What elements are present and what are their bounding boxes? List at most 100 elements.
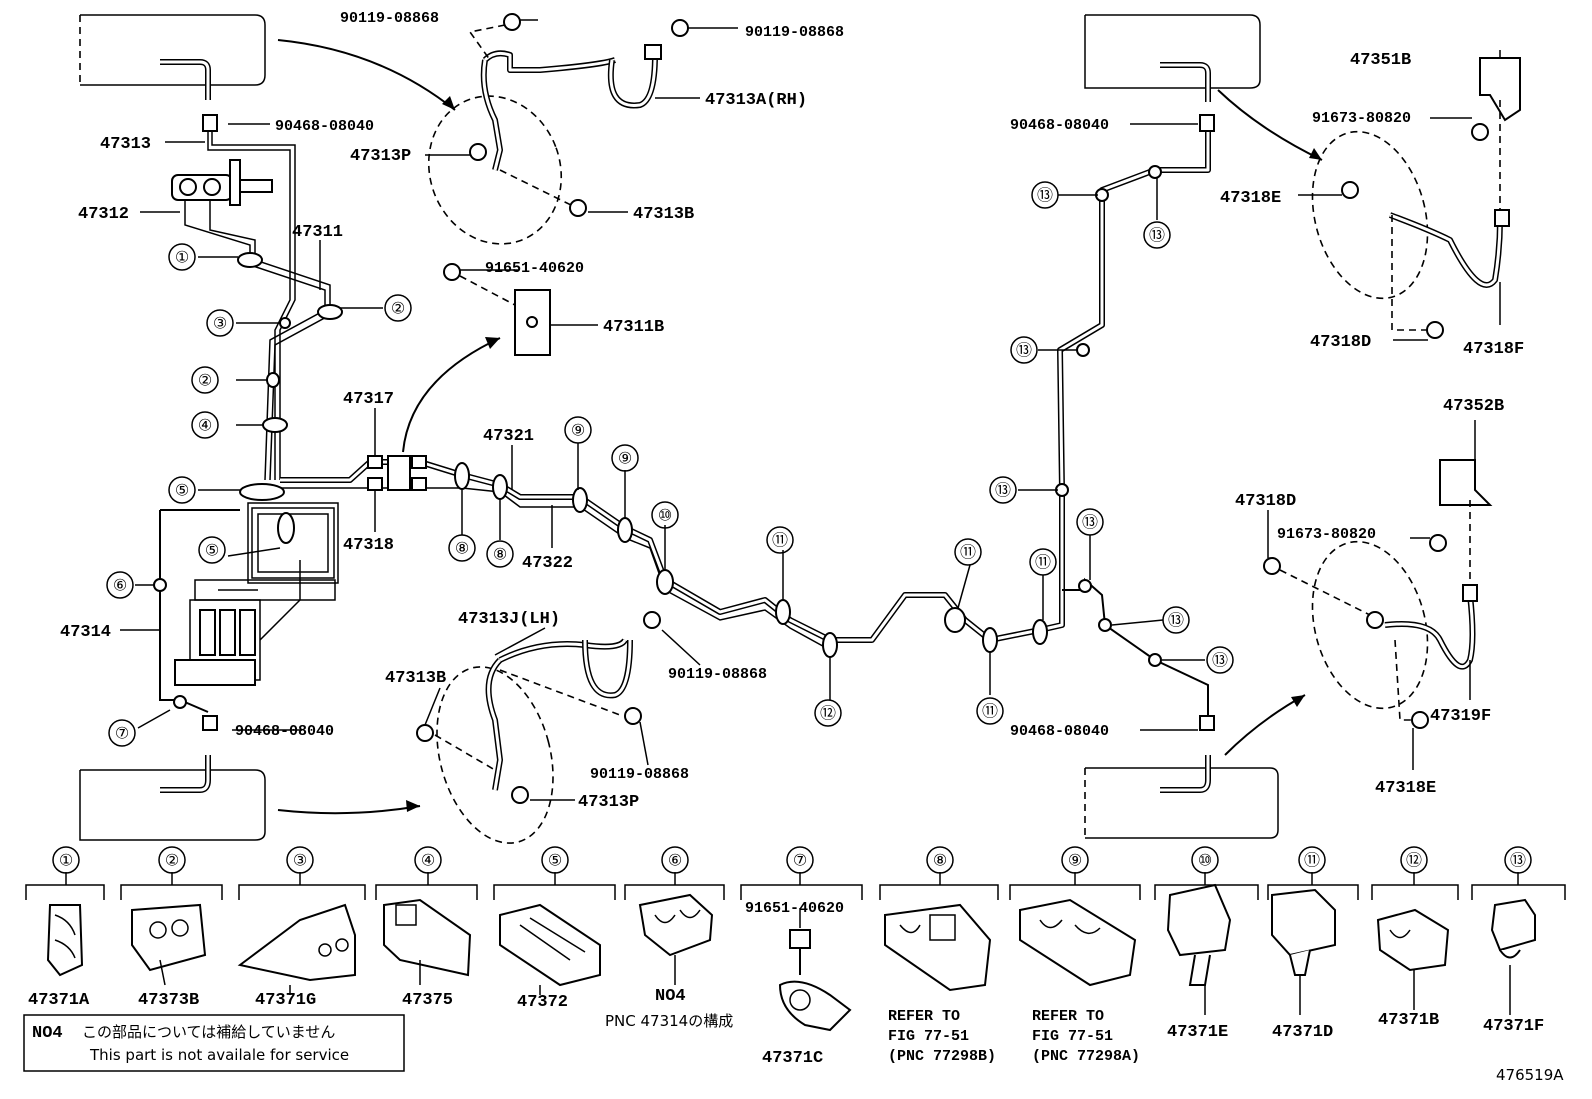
svg-text:⑧: ⑧ bbox=[933, 851, 947, 870]
legend-num-1: ① bbox=[52, 846, 80, 874]
svg-text:⑥: ⑥ bbox=[668, 851, 682, 870]
svg-text:③: ③ bbox=[213, 314, 227, 333]
label-47313P: 47313P bbox=[350, 147, 411, 166]
label-47318E: 47318E bbox=[1375, 779, 1436, 798]
svg-text:②: ② bbox=[165, 851, 179, 870]
legend-part-47371B: 47371B bbox=[1378, 1011, 1439, 1030]
svg-text:⑤: ⑤ bbox=[175, 481, 189, 500]
svg-text:①: ① bbox=[59, 851, 73, 870]
legend-refer-line2: FIG 77-51 bbox=[1032, 1028, 1113, 1045]
svg-text:⑨: ⑨ bbox=[571, 421, 585, 440]
union-blocks bbox=[367, 455, 427, 491]
legend-part-47371A: 47371A bbox=[28, 991, 90, 1010]
legend-part-47371F: 47371F bbox=[1483, 1017, 1544, 1036]
clip-drawing-47371F bbox=[1490, 898, 1536, 1015]
note-english: This part is not availale for service bbox=[89, 1046, 349, 1064]
label-47318D: 47318D bbox=[1310, 333, 1371, 352]
callout-11: ⑪ bbox=[976, 697, 1004, 725]
svg-text:②: ② bbox=[391, 299, 405, 318]
svg-text:①: ① bbox=[175, 248, 189, 267]
wheel-box-rear-left bbox=[79, 755, 266, 841]
clip-drawing-47371B bbox=[1376, 908, 1450, 1010]
label-47311: 47311 bbox=[292, 223, 343, 242]
label-47313P: 47313P bbox=[578, 793, 639, 812]
service-note-box: NO4 この部品については補給していません This part is not a… bbox=[23, 1014, 405, 1072]
svg-text:⑨: ⑨ bbox=[618, 449, 632, 468]
callout-6: ⑥ bbox=[106, 571, 134, 599]
callout-13: ⑬ bbox=[1031, 181, 1059, 209]
label-91651-40620: 91651-40620 bbox=[485, 260, 584, 277]
master-cylinder bbox=[171, 159, 273, 206]
label-47351B: 47351B bbox=[1350, 51, 1411, 70]
label-47314: 47314 bbox=[60, 623, 111, 642]
label-90119-08868: 90119-08868 bbox=[590, 766, 689, 783]
callout-2: ② bbox=[191, 366, 219, 394]
legend-num-6: ⑥ bbox=[661, 846, 689, 874]
clip-drawing-NO4 bbox=[638, 893, 714, 985]
label-47312: 47312 bbox=[78, 205, 129, 224]
legend-num-8: ⑧ bbox=[926, 846, 954, 874]
callout-7: ⑦ bbox=[108, 719, 136, 747]
wheel-box-front-right bbox=[1084, 14, 1261, 102]
callout-3: ③ bbox=[206, 309, 234, 337]
legend-refer-line3: (PNC 77298A) bbox=[1032, 1048, 1140, 1065]
label-47313J-lh: 47313J(LH) bbox=[458, 610, 560, 629]
callout-13: ⑬ bbox=[1010, 336, 1038, 364]
abs-actuator-block bbox=[174, 502, 339, 686]
svg-text:⑬: ⑬ bbox=[1168, 611, 1184, 630]
label-47318D: 47318D bbox=[1235, 492, 1296, 511]
detail-front-right bbox=[1311, 57, 1521, 339]
label-90468-08040: 90468-08040 bbox=[1010, 723, 1109, 740]
legend-part-47373B: 47373B bbox=[138, 991, 199, 1010]
diagram-callouts: ① ② ③ ② ④ ⑤ ⑤ ⑥ ⑦ ⑧ ⑧ ⑨ ⑨ ⑩ ⑪ ⑫ ⑪ ⑪ ⑪ ⑬ … bbox=[106, 181, 1234, 747]
clip-drawing-47371G bbox=[237, 903, 356, 995]
label-90119-08868: 90119-08868 bbox=[340, 10, 439, 27]
clip-drawing-47371E bbox=[1166, 883, 1232, 1015]
callout-9: ⑨ bbox=[564, 416, 592, 444]
label-47322: 47322 bbox=[522, 554, 573, 573]
svg-text:⑬: ⑬ bbox=[1037, 186, 1053, 205]
legend-refer-line3: (PNC 77298B) bbox=[888, 1048, 996, 1065]
label-47313A-rh: 47313A(RH) bbox=[705, 91, 807, 110]
svg-text:⑤: ⑤ bbox=[548, 851, 562, 870]
legend-num-11: ⑪ bbox=[1298, 846, 1326, 874]
label-47313: 47313 bbox=[100, 135, 151, 154]
callout-5: ⑤ bbox=[168, 476, 196, 504]
label-47311B: 47311B bbox=[603, 318, 664, 337]
clip-drawing-ref-77298B bbox=[884, 903, 992, 992]
legend-part-NO4: NO4 bbox=[655, 987, 686, 1006]
legend-part-47375: 47375 bbox=[402, 991, 453, 1010]
note-code: NO4 bbox=[32, 1024, 63, 1043]
callout-4: ④ bbox=[191, 411, 219, 439]
svg-text:⑬: ⑬ bbox=[1212, 651, 1228, 670]
callout-10: ⑩ bbox=[651, 501, 679, 529]
svg-text:⑬: ⑬ bbox=[995, 481, 1011, 500]
clip-drawing-ref-77298A bbox=[1019, 898, 1137, 987]
callout-8: ⑧ bbox=[448, 534, 476, 562]
wheel-box-front-left bbox=[79, 14, 266, 100]
svg-text:⑫: ⑫ bbox=[820, 704, 836, 723]
legend-num-12: ⑫ bbox=[1400, 846, 1428, 874]
svg-text:⑫: ⑫ bbox=[1406, 851, 1422, 870]
label-90468-08040: 90468-08040 bbox=[235, 723, 334, 740]
leader-lines bbox=[120, 19, 1501, 801]
legend-part-47371G: 47371G bbox=[255, 991, 316, 1010]
legend-num-2: ② bbox=[158, 846, 186, 874]
svg-text:⑬: ⑬ bbox=[1149, 226, 1165, 245]
svg-text:⑪: ⑪ bbox=[960, 543, 976, 562]
callout-5: ⑤ bbox=[198, 536, 226, 564]
clip-legend: ① ② ③ ④ ⑤ ⑥ ⑦ ⑧ ⑨ ⑩ ⑪ ⑫ ⑬ bbox=[25, 846, 1566, 1068]
clip-drawing-47371D bbox=[1271, 888, 1336, 1015]
svg-text:④: ④ bbox=[198, 416, 212, 435]
legend-part-47372: 47372 bbox=[517, 993, 568, 1012]
legend-num-7: ⑦ bbox=[786, 846, 814, 874]
svg-text:⑪: ⑪ bbox=[1035, 553, 1051, 572]
part-labels: 90119-08868 90119-08868 47313A(RH) 90468… bbox=[60, 10, 1524, 812]
legend-refer-line1: REFER TO bbox=[1032, 1008, 1104, 1025]
clip-drawing-47371A bbox=[46, 904, 84, 977]
svg-text:⑬: ⑬ bbox=[1082, 513, 1098, 532]
legend-refer-line1: REFER TO bbox=[888, 1008, 960, 1025]
svg-text:⑤: ⑤ bbox=[205, 541, 219, 560]
callout-11: ⑪ bbox=[766, 526, 794, 554]
